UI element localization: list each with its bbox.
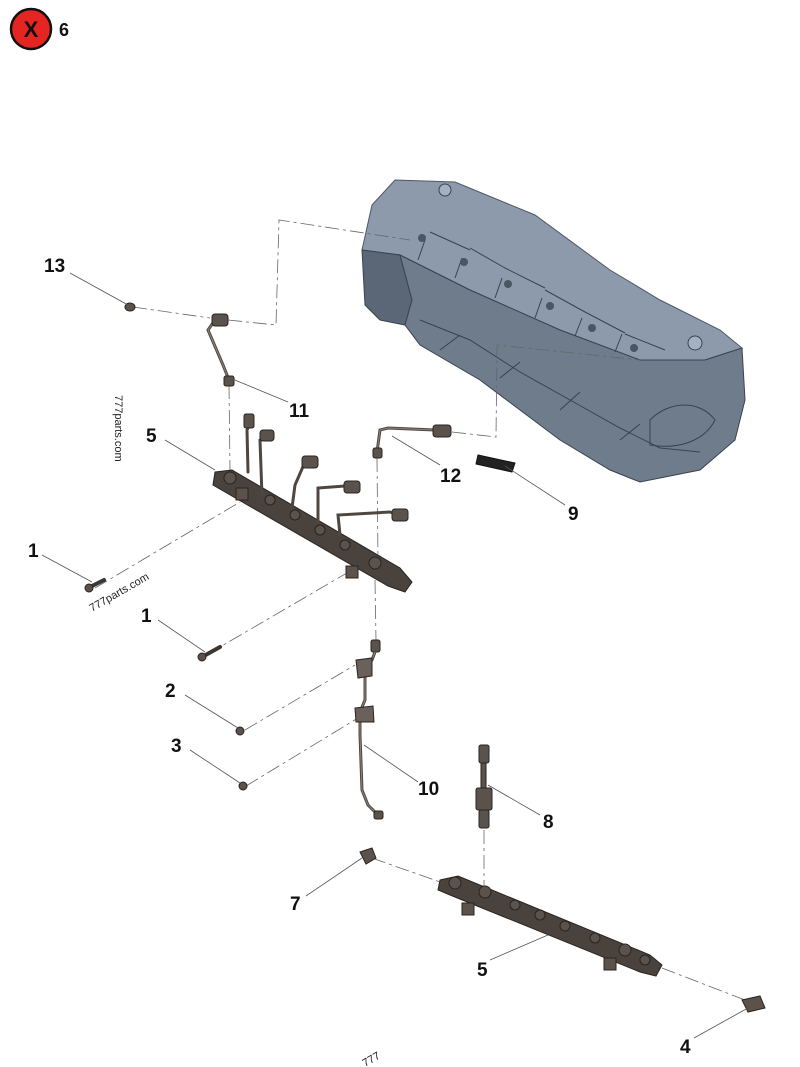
callout-9: 9 <box>568 504 579 525</box>
engine-cover[interactable] <box>361 179 746 483</box>
callout-7: 7 <box>290 894 301 915</box>
part-3-bolt[interactable] <box>238 781 248 791</box>
part-7-plug[interactable] <box>359 847 377 865</box>
callout-3: 3 <box>171 736 182 757</box>
part-11-leak-off-line[interactable] <box>206 313 235 387</box>
callout-4: 4 <box>680 1037 691 1058</box>
part-1-bolt-b[interactable] <box>197 645 222 662</box>
callout-13: 13 <box>44 256 65 277</box>
callout-8: 8 <box>543 812 554 833</box>
leader-lines <box>41 272 749 1039</box>
callout-5-lower: 5 <box>477 960 488 981</box>
part-10-pressure-line[interactable] <box>354 639 384 820</box>
page-number: 6 <box>59 20 69 40</box>
part-12-line[interactable] <box>372 424 452 459</box>
watermark-bottom: 777 <box>361 1050 383 1067</box>
callout-5-upper: 5 <box>146 426 157 447</box>
part-5-upper-fuel-rail[interactable] <box>212 413 413 593</box>
part-2-bolt[interactable] <box>235 726 245 736</box>
close-button[interactable]: X <box>9 7 53 51</box>
callout-1-a: 1 <box>28 541 39 562</box>
callout-12: 12 <box>440 466 461 487</box>
part-9-strip[interactable] <box>475 454 516 473</box>
close-icon-glyph: X <box>24 17 39 42</box>
assembly-lines <box>94 219 746 1001</box>
part-5-lower-fuel-rail[interactable] <box>437 875 663 977</box>
part-8-pressure-sensor[interactable] <box>475 744 493 829</box>
callout-2: 2 <box>165 681 176 702</box>
callout-11: 11 <box>289 401 310 422</box>
watermark-vertical: 777parts.com <box>112 395 124 462</box>
callout-labels: 13 11 5 12 9 1 1 2 3 10 8 7 5 4 <box>28 256 691 1058</box>
callout-1-b: 1 <box>141 606 152 627</box>
close-icon[interactable] <box>9 7 53 51</box>
part-1-bolt-a[interactable] <box>84 578 106 593</box>
callout-10: 10 <box>418 779 439 800</box>
